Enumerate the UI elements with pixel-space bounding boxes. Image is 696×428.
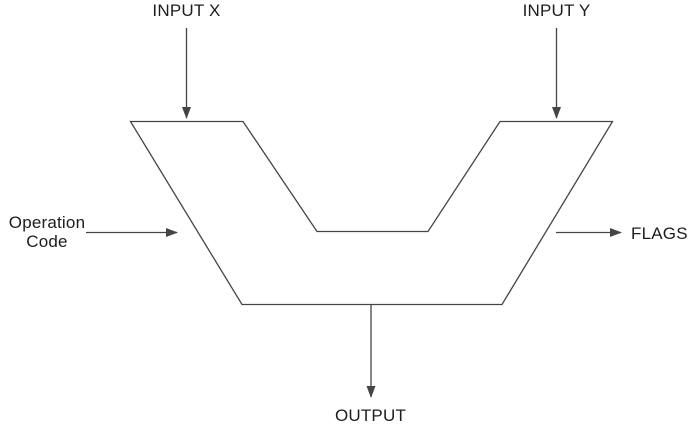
operation-code-label: Operation Code <box>8 213 86 251</box>
alu-body-shape <box>129 120 614 306</box>
input-y-label: INPUT Y <box>522 1 591 20</box>
output-label: OUTPUT <box>334 406 407 425</box>
flags-label: FLAGS <box>631 224 688 243</box>
input-x-label: INPUT X <box>152 1 221 20</box>
